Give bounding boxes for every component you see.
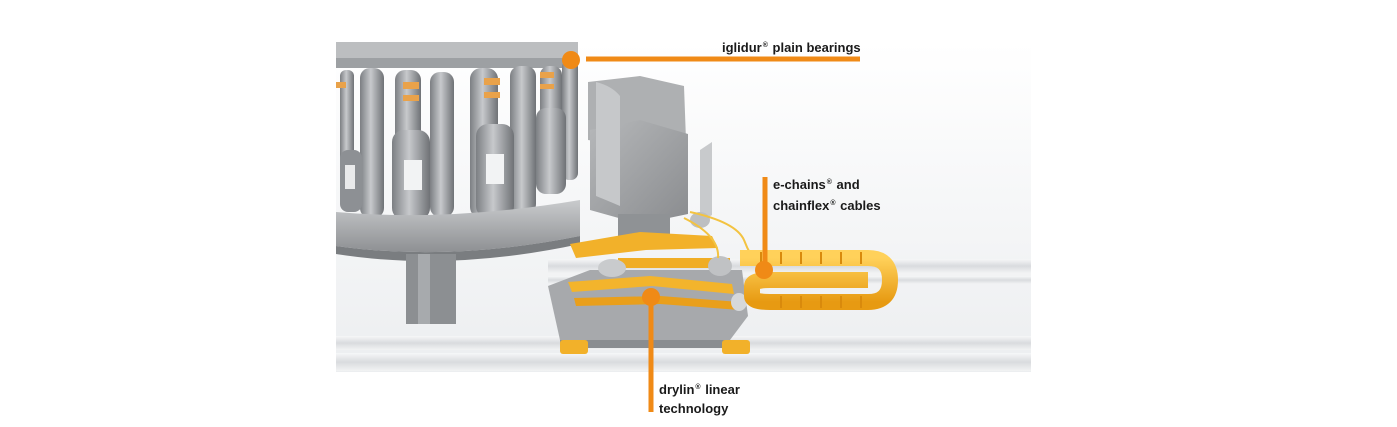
brand-text: drylin <box>659 382 695 397</box>
callout-text: and <box>836 177 860 192</box>
callout-text: plain bearings <box>772 40 861 55</box>
callout-drylin-linear-technology: drylin® linear technology <box>659 378 740 418</box>
callout-text: cables <box>840 198 881 213</box>
callout-echains-chainflex: e-chains® and chainflex® cables <box>773 173 881 215</box>
marker-echains <box>755 261 773 279</box>
callout-drylin-line-1: drylin® linear <box>659 378 740 399</box>
registered-mark: ® <box>830 200 836 207</box>
callout-text: linear <box>705 382 740 397</box>
marker-drylin <box>642 288 660 306</box>
bottles <box>336 60 578 220</box>
callout-iglidur-line: iglidur® plain bearings <box>722 36 861 57</box>
registered-mark: ® <box>762 42 768 49</box>
marker-iglidur <box>562 51 580 69</box>
registered-mark: ® <box>695 384 701 391</box>
brand-text: chainflex <box>773 198 830 213</box>
callout-echains-line-1: e-chains® and <box>773 173 881 194</box>
brand-text: iglidur <box>722 40 762 55</box>
callout-echains-line-2: chainflex® cables <box>773 194 881 215</box>
registered-mark: ® <box>826 179 832 186</box>
rotary-filler <box>336 42 580 324</box>
callout-drylin-line-2: technology <box>659 401 729 416</box>
callout-leaders <box>562 51 860 412</box>
e-chain <box>740 250 898 310</box>
callout-iglidur-plain-bearings: iglidur® plain bearings <box>722 36 861 57</box>
brand-text: e-chains <box>773 177 826 192</box>
